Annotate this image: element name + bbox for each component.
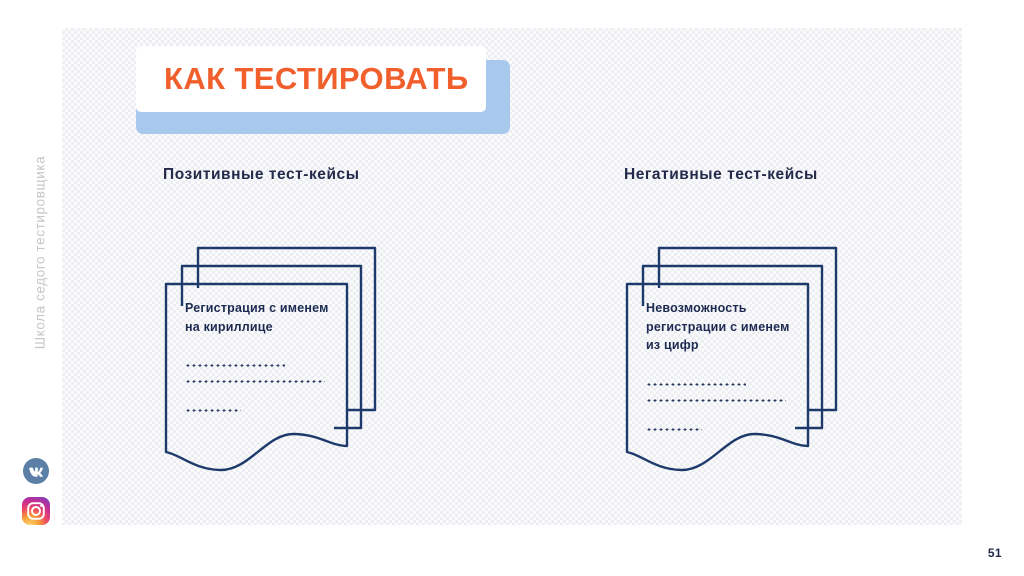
card-back-outline-2 <box>180 264 363 430</box>
slide-title-block: КАК ТЕСТИРОВАТЬ <box>136 46 510 134</box>
vk-icon <box>21 456 51 486</box>
social-link-instagram[interactable] <box>21 496 51 526</box>
placeholder-line <box>185 364 285 367</box>
card-placeholder-lines-negative <box>646 382 796 431</box>
card-stack-negative: Невозможность регистрации с именем из ци… <box>624 242 854 492</box>
column-negative: Негативные тест-кейсы Невозможность реги… <box>624 166 854 492</box>
placeholder-line <box>646 398 786 402</box>
card-back-outline-3 <box>196 246 377 412</box>
card-front-outline <box>164 282 349 472</box>
card-placeholder-lines-positive <box>185 364 335 412</box>
instagram-icon <box>21 496 51 526</box>
brand-vertical-text: Школа седого тестировщика <box>32 155 48 350</box>
placeholder-line <box>646 427 702 431</box>
column-heading-positive: Позитивные тест-кейсы <box>163 166 360 183</box>
card-content-positive: Регистрация с именем на кириллице <box>185 299 335 412</box>
title-card <box>136 46 486 112</box>
placeholder-line <box>646 382 746 386</box>
card-back-outline-3 <box>657 246 838 412</box>
column-heading-negative: Негативные тест-кейсы <box>624 166 818 183</box>
placeholder-line <box>185 409 241 412</box>
page-title: КАК ТЕСТИРОВАТЬ <box>164 61 469 96</box>
card-title-negative: Невозможность регистрации с именем из ци… <box>646 301 790 352</box>
column-positive: Позитивные тест-кейсы Регистрация с имен… <box>163 166 393 492</box>
card-content-negative: Невозможность регистрации с именем из ци… <box>646 299 796 431</box>
card-back-outline-2 <box>641 264 824 430</box>
card-stack-positive: Регистрация с именем на кириллице <box>163 242 393 492</box>
placeholder-line <box>185 380 325 383</box>
page-number: 51 <box>987 546 1002 560</box>
social-link-vk[interactable] <box>21 456 51 486</box>
card-front-outline <box>625 282 810 472</box>
card-title-positive: Регистрация с именем на кириллице <box>185 301 329 334</box>
